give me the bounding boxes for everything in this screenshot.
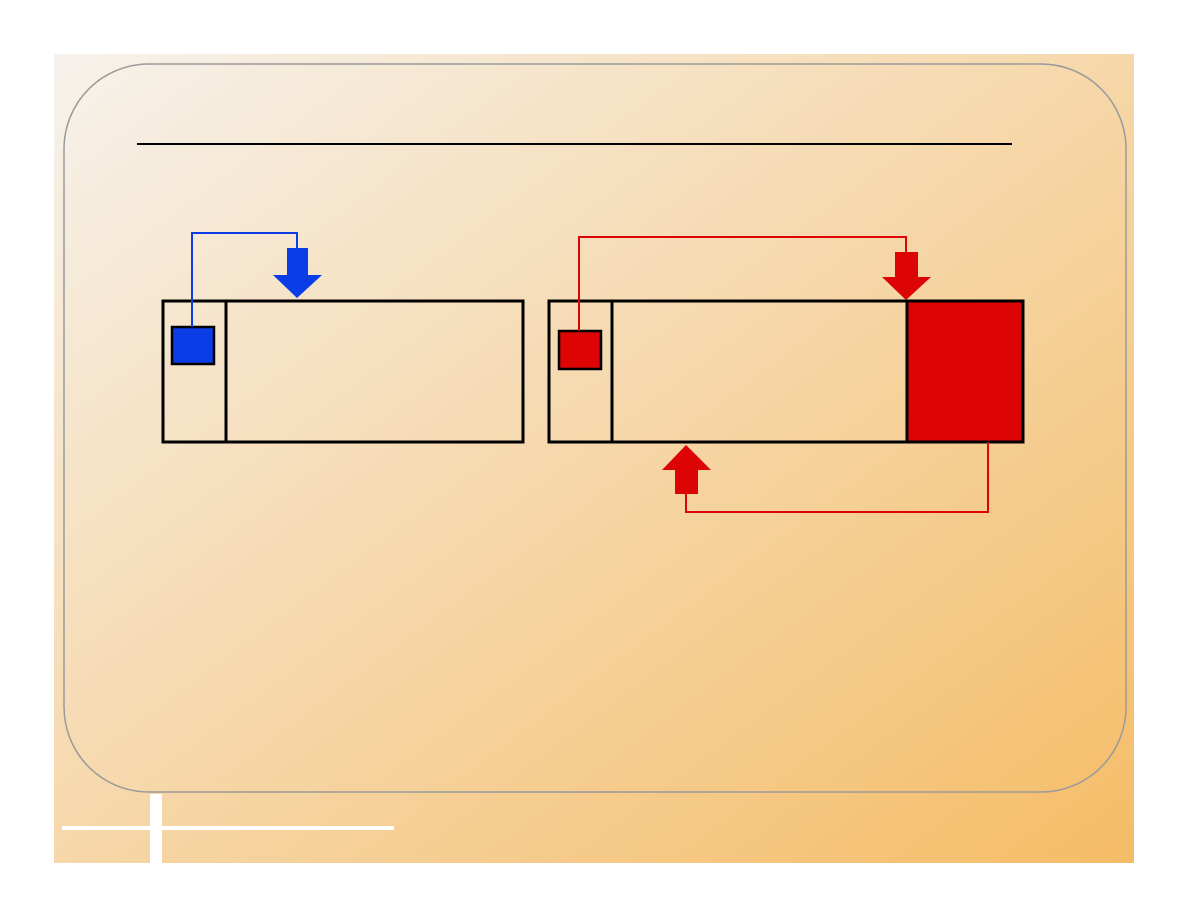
right-block-outline [547,299,1025,444]
right-block-filled-section [907,301,1023,442]
right-block-up-arrow [662,445,711,494]
right-block [547,236,1025,513]
decorative-corner-lines [62,794,394,863]
left-block-blue-marker [170,325,216,366]
right-block-bottom-connector-line [685,442,989,513]
left-block-down-arrow [273,248,322,298]
right-block-red-marker [557,329,603,371]
slide [54,54,1134,863]
right-block-top-connector-line [578,236,907,331]
left-block [161,232,525,444]
rounded-frame [63,63,1127,793]
right-block-down-arrow [882,252,931,300]
slide-background [54,54,1134,863]
left-block-outline [161,299,525,444]
diagram-canvas [54,54,1134,863]
left-block-connector-line [191,232,298,327]
